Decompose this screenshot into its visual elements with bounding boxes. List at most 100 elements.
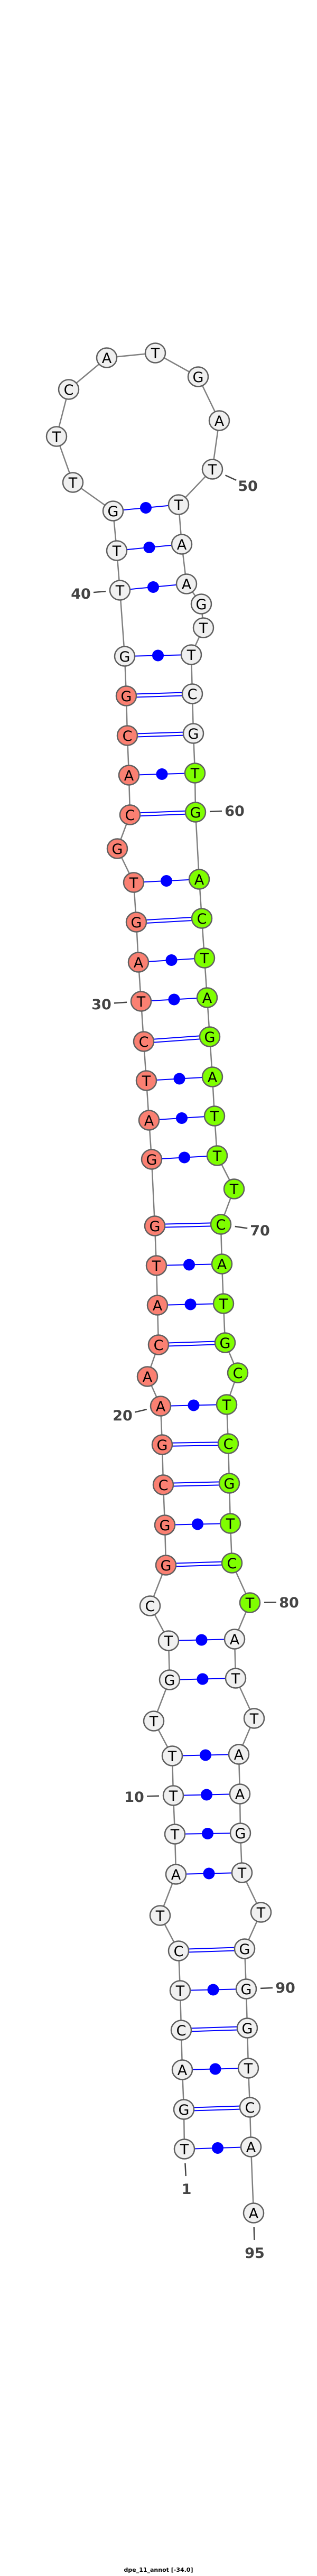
nucleotide-5[interactable]: T [169,1980,191,2001]
nucleotide-65[interactable]: G [199,1026,221,1047]
nucleotide-36[interactable]: A [118,765,140,786]
nucleotide-59[interactable]: T [184,762,206,784]
nucleotide-90[interactable]: G [235,1978,257,2000]
nucleotide-37[interactable]: C [116,725,138,746]
nucleotide-84[interactable]: A [228,1744,250,1765]
nucleotide-4[interactable]: C [170,2020,192,2041]
nucleotide-45[interactable]: C [58,379,80,400]
nucleotide-39[interactable]: G [114,646,136,667]
nucleotide-41[interactable]: T [106,540,128,561]
nucleotide-87[interactable]: T [231,1862,253,1883]
nucleotide-28[interactable]: T [135,1070,157,1091]
nucleotide-78[interactable]: T [219,1513,241,1534]
nucleotide-46[interactable]: A [96,347,118,368]
nucleotide-66[interactable]: A [201,1066,223,1087]
nucleotide-19[interactable]: G [151,1434,173,1455]
nucleotide-33[interactable]: T [123,872,145,893]
nucleotide-61[interactable]: A [188,869,210,890]
nucleotide-72[interactable]: T [212,1293,235,1314]
nucleotide-69[interactable]: T [223,1178,245,1199]
nucleotide-circle [62,472,84,493]
nucleotide-70[interactable]: C [210,1214,232,1235]
nucleotide-82[interactable]: T [225,1668,247,1689]
nucleotide-16[interactable]: G [155,1555,177,1576]
nucleotide-letter: T [68,475,78,491]
nucleotide-71[interactable]: A [211,1253,233,1275]
nucleotide-74[interactable]: C [227,1362,249,1383]
nucleotide-2[interactable]: G [173,2099,195,2120]
nucleotide-54[interactable]: G [190,593,212,615]
nucleotide-95[interactable]: A [243,2202,265,2224]
nucleotide-57[interactable]: C [181,683,203,704]
nucleotide-29[interactable]: C [133,1031,155,1052]
nucleotide-32[interactable]: G [125,912,147,933]
nucleotide-1[interactable]: T [173,2138,195,2160]
nucleotide-26[interactable]: G [141,1149,163,1170]
nucleotide-75[interactable]: T [216,1394,238,1415]
nucleotide-60[interactable]: G [184,802,207,823]
nucleotide-86[interactable]: G [229,1822,251,1844]
nucleotide-42[interactable]: G [102,500,124,522]
nucleotide-21[interactable]: A [136,1366,158,1387]
nucleotide-52[interactable]: A [171,534,193,555]
nucleotide-68[interactable]: T [206,1145,228,1166]
nucleotide-13[interactable]: G [158,1669,181,1690]
nucleotide-92[interactable]: T [237,2058,259,2079]
nucleotide-35[interactable]: C [119,804,141,825]
nucleotide-3[interactable]: A [171,2059,193,2080]
nucleotide-6[interactable]: C [167,1940,190,1961]
nucleotide-89[interactable]: G [234,1938,256,1959]
nucleotide-77[interactable]: G [218,1473,240,1494]
nucleotide-83[interactable]: T [243,1708,265,1729]
nucleotide-38[interactable]: G [115,685,137,706]
nucleotide-85[interactable]: A [229,1783,251,1805]
nucleotide-10[interactable]: T [162,1785,184,1806]
nucleotide-24[interactable]: T [145,1255,167,1276]
nucleotide-11[interactable]: T [161,1745,183,1766]
nucleotide-50[interactable]: T [201,459,223,480]
nucleotide-44[interactable]: T [45,426,68,447]
nucleotide-30[interactable]: T [130,991,152,1012]
nucleotide-88[interactable]: T [250,1902,272,1923]
nucleotide-76[interactable]: C [217,1433,239,1454]
nucleotide-20[interactable]: A [150,1396,172,1417]
nucleotide-25[interactable]: G [144,1215,166,1236]
nucleotide-18[interactable]: C [152,1474,174,1495]
nucleotide-56[interactable]: T [180,644,202,665]
nucleotide-53[interactable]: A [175,573,198,594]
nucleotide-12[interactable]: T [143,1710,165,1732]
nucleotide-31[interactable]: A [127,952,150,973]
nucleotide-79[interactable]: C [221,1552,243,1574]
nucleotide-58[interactable]: G [182,723,204,744]
nucleotide-81[interactable]: A [223,1629,246,1650]
nucleotide-7[interactable]: T [149,1905,171,1926]
nucleotide-63[interactable]: T [193,947,216,969]
nucleotide-51[interactable]: T [167,494,190,515]
nucleotide-27[interactable]: A [138,1110,160,1131]
nucleotide-47[interactable]: T [144,342,166,364]
nucleotide-14[interactable]: T [157,1630,180,1651]
nucleotide-73[interactable]: G [214,1332,236,1353]
nucleotide-93[interactable]: C [239,2097,261,2118]
nucleotide-80[interactable]: T [239,1592,261,1613]
nucleotide-22[interactable]: C [147,1334,170,1355]
nucleotide-40[interactable]: T [109,580,131,601]
nucleotide-34[interactable]: G [106,838,128,859]
nucleotide-23[interactable]: A [146,1295,169,1316]
nucleotide-letter: G [204,1029,216,1046]
nucleotide-9[interactable]: T [164,1824,186,1845]
nucleotide-letter: C [233,1365,243,1382]
nucleotide-91[interactable]: G [236,2017,258,2039]
nucleotide-55[interactable]: T [192,617,215,638]
nucleotide-67[interactable]: T [203,1105,226,1127]
nucleotide-62[interactable]: C [191,908,213,929]
pair-bond-line [162,1445,229,1447]
nucleotide-94[interactable]: A [240,2136,262,2157]
nucleotide-49[interactable]: A [208,410,230,431]
nucleotide-43[interactable]: T [62,472,84,493]
nucleotide-64[interactable]: A [196,987,218,1008]
nucleotide-8[interactable]: A [165,1864,187,1885]
nucleotide-17[interactable]: G [154,1514,176,1536]
nucleotide-15[interactable]: C [139,1595,161,1616]
nucleotide-48[interactable]: G [187,366,209,387]
